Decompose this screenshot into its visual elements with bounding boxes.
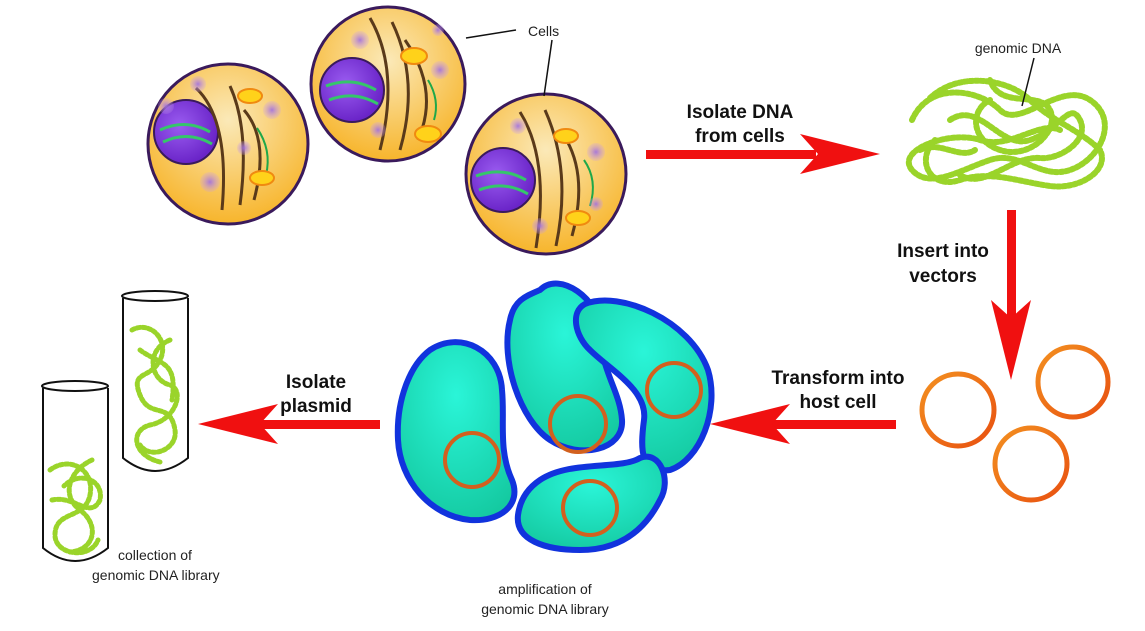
test-tube bbox=[121, 290, 189, 472]
cell bbox=[146, 62, 310, 226]
host-cell bbox=[394, 339, 518, 524]
genomic-dna-tangle bbox=[906, 77, 1108, 190]
host-cell bbox=[514, 453, 668, 554]
plasmid-ring bbox=[1035, 344, 1111, 420]
step2-label-line1: Insert into bbox=[897, 241, 989, 262]
nucleus bbox=[470, 147, 536, 213]
host-plasmid bbox=[548, 394, 608, 454]
collection-label-line1: collection of bbox=[118, 547, 192, 563]
arrow-insert-vectors bbox=[991, 210, 1031, 380]
cells-leader-line bbox=[465, 29, 517, 39]
arrow-isolate-plasmid bbox=[198, 404, 380, 444]
step4-label-line1: Isolate bbox=[286, 372, 346, 393]
step3-label-line1: Transform into bbox=[771, 368, 904, 389]
genomic-dna-leader-line bbox=[1021, 57, 1035, 107]
arrow-isolate-dna bbox=[646, 134, 880, 174]
plasmid-ring bbox=[919, 371, 997, 449]
amplification-label-line1: amplification of bbox=[498, 581, 591, 597]
step1-label-line1: Isolate DNA bbox=[687, 102, 794, 123]
cells-cluster: Cells bbox=[146, 5, 628, 256]
host-cells bbox=[394, 280, 715, 554]
step2-label-line2: vectors bbox=[909, 266, 977, 287]
collection-label-line2: genomic DNA library bbox=[92, 567, 220, 583]
host-plasmid bbox=[645, 361, 703, 419]
plasmid-ring bbox=[992, 425, 1070, 503]
host-plasmid bbox=[561, 479, 619, 537]
cell bbox=[464, 92, 628, 256]
step1-label-line2: from cells bbox=[695, 126, 785, 147]
cell bbox=[309, 5, 467, 163]
genomic-dna-label: genomic DNA bbox=[975, 40, 1062, 56]
amplification-label-line2: genomic DNA library bbox=[481, 601, 609, 617]
nucleus bbox=[319, 57, 385, 123]
step4-label-line2: plasmid bbox=[280, 396, 352, 417]
test-tube bbox=[41, 380, 109, 562]
arrow-transform bbox=[710, 404, 896, 444]
step3-label-line2: host cell bbox=[799, 392, 876, 413]
host-plasmid bbox=[443, 431, 501, 489]
cells-leader-line bbox=[543, 39, 553, 97]
plasmid-vectors bbox=[919, 344, 1111, 503]
cells-label: Cells bbox=[528, 23, 559, 39]
